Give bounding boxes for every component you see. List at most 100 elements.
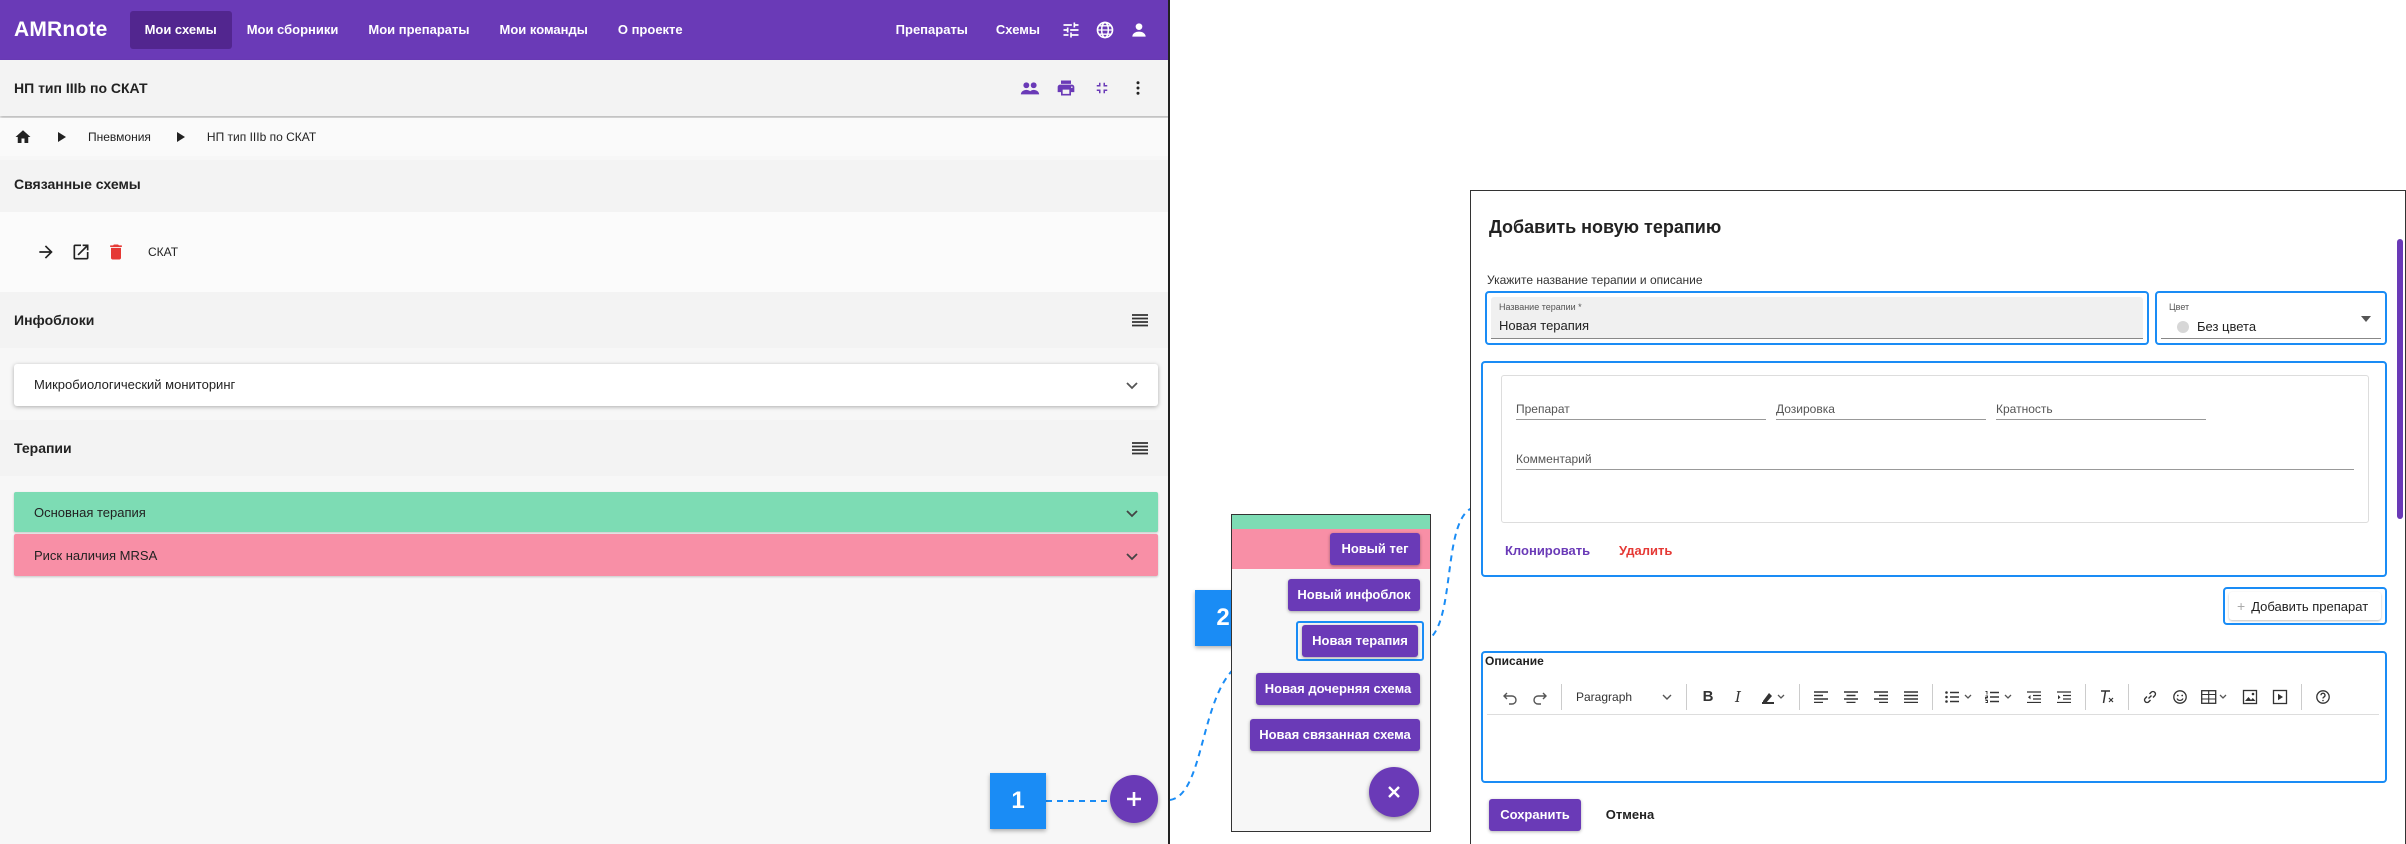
align-justify-icon[interactable] (1896, 679, 1926, 715)
close-icon (1386, 784, 1402, 800)
reorder-icon[interactable] (1128, 436, 1152, 460)
infoblock-card[interactable]: Микробиологический мониторинг (14, 364, 1158, 406)
table-icon[interactable] (2195, 679, 2235, 715)
comment-input[interactable]: Комментарий (1516, 444, 2354, 470)
frequency-placeholder: Кратность (1996, 402, 2053, 416)
therapy-name-value: Новая терапия (1499, 318, 1590, 333)
bulleted-list-icon[interactable] (1939, 679, 1979, 715)
editor-toolbar: Paragraph B I (1487, 679, 2379, 715)
nav-my-drugs[interactable]: Мои препараты (368, 22, 470, 37)
cancel-button[interactable]: Отмена (1605, 807, 1655, 822)
toolbar-divider (1686, 683, 1687, 710)
breadcrumb-separator-icon (56, 131, 68, 143)
linked-scheme-name[interactable]: СКАТ (148, 245, 179, 259)
therapy-card-main[interactable]: Основная терапия (14, 492, 1158, 532)
linked-scheme-row: СКАТ (0, 212, 1168, 292)
new-therapy-highlight (1296, 621, 1424, 661)
therapy-card-mrsa[interactable]: Риск наличия MRSA (14, 534, 1158, 576)
add-drug-label: Добавить препарат (2251, 598, 2369, 614)
dialog-hint: Укажите название терапии и описание (1487, 273, 1703, 287)
emoji-icon[interactable] (2165, 679, 2195, 715)
chevron-down-icon (1662, 694, 1672, 700)
link-icon[interactable] (2135, 679, 2165, 715)
align-left-icon[interactable] (1806, 679, 1836, 715)
new-infoblock-button[interactable]: Новый инфоблок (1288, 579, 1420, 611)
chevron-down-icon[interactable] (1124, 377, 1140, 393)
nav-about[interactable]: О проекте (617, 22, 683, 37)
color-swatch (2177, 321, 2189, 333)
delete-icon[interactable] (102, 238, 130, 266)
help-icon[interactable] (2308, 679, 2338, 715)
paragraph-select[interactable]: Paragraph (1568, 684, 1680, 710)
clear-format-icon[interactable] (2092, 679, 2122, 715)
nav-schemes[interactable]: Схемы (995, 22, 1040, 37)
comment-placeholder: Комментарий (1516, 452, 1592, 466)
breadcrumb-separator-icon (175, 131, 187, 143)
numbered-list-icon[interactable] (1979, 679, 2019, 715)
highlight-color-icon[interactable] (1753, 679, 1793, 715)
nav-my-collections[interactable]: Мои сборники (246, 22, 339, 37)
nav-my-teams[interactable]: Мои команды (499, 22, 588, 37)
dialog-scrollbar[interactable] (2397, 239, 2403, 519)
dialog-title: Добавить новую терапию (1489, 217, 1722, 237)
people-icon[interactable] (1012, 60, 1048, 116)
user-icon[interactable] (1122, 0, 1156, 60)
home-icon[interactable] (14, 128, 32, 146)
print-icon[interactable] (1048, 60, 1084, 116)
new-linked-scheme-button[interactable]: Новая связанная схема (1250, 719, 1420, 751)
name-field-highlight (1485, 291, 2149, 345)
nav-drugs[interactable]: Препараты (895, 22, 968, 37)
open-in-new-icon[interactable] (67, 238, 95, 266)
dose-input[interactable]: Дозировка (1776, 394, 1986, 420)
new-therapy-button[interactable]: Новая терапия (1302, 625, 1418, 657)
add-therapy-dialog: Добавить новую терапию Укажите название … (1470, 190, 2406, 844)
save-button[interactable]: Сохранить (1489, 799, 1581, 831)
drug-input[interactable]: Препарат (1516, 394, 1766, 420)
add-fab-button[interactable] (1110, 775, 1158, 823)
infoblocks-title: Инфоблоки (14, 312, 95, 328)
redo-icon[interactable] (1525, 679, 1555, 715)
color-select[interactable]: Цвет Без цвета (2161, 297, 2381, 339)
clone-button[interactable]: Клонировать (1505, 543, 1591, 558)
chevron-down-icon[interactable] (1124, 548, 1140, 564)
infoblock-label: Микробиологический мониторинг (34, 377, 236, 392)
add-drug-highlight (2223, 587, 2387, 625)
bold-icon[interactable]: B (1702, 688, 1714, 705)
close-fab-button[interactable] (1369, 767, 1419, 817)
therapy-name-input[interactable]: Название терапии * Новая терапия (1491, 297, 2143, 339)
toolbar-divider (1799, 683, 1800, 710)
toolbar-divider (2085, 683, 2086, 710)
media-icon[interactable] (2265, 679, 2295, 715)
new-child-scheme-button[interactable]: Новая дочерняя схема (1256, 673, 1420, 705)
color-value: Без цвета (2197, 319, 2257, 334)
toolbar-divider (1561, 683, 1562, 710)
undo-icon[interactable] (1495, 679, 1525, 715)
delete-drug-button[interactable]: Удалить (1619, 543, 1673, 558)
new-tag-button[interactable]: Новый тег (1330, 533, 1420, 565)
therapies-title: Терапии (14, 440, 72, 456)
add-drug-button[interactable]: + Добавить препарат (2229, 592, 2381, 620)
collapse-icon[interactable] (1084, 60, 1120, 116)
drug-card: Препарат Дозировка Кратность Комментарий (1501, 375, 2369, 523)
description-label: Описание (1485, 654, 1544, 668)
breadcrumb-pneumonia[interactable]: Пневмония (88, 130, 151, 144)
drug-placeholder: Препарат (1516, 402, 1570, 416)
nav-my-schemes[interactable]: Мои схемы (129, 11, 232, 49)
more-vert-icon[interactable] (1120, 60, 1156, 116)
frequency-input[interactable]: Кратность (1996, 394, 2206, 420)
indent-icon[interactable] (2049, 679, 2079, 715)
globe-icon[interactable] (1088, 0, 1122, 60)
tune-icon[interactable] (1054, 0, 1088, 60)
reorder-icon[interactable] (1128, 308, 1152, 332)
breadcrumb: Пневмония НП тип IIIb по СКАТ (0, 118, 1168, 156)
image-icon[interactable] (2235, 679, 2265, 715)
align-center-icon[interactable] (1836, 679, 1866, 715)
dropdown-arrow-icon (2361, 315, 2371, 323)
chevron-down-icon[interactable] (1124, 505, 1140, 521)
outdent-icon[interactable] (2019, 679, 2049, 715)
align-right-icon[interactable] (1866, 679, 1896, 715)
italic-icon[interactable]: I (1735, 687, 1741, 706)
app-logo[interactable]: AMRnote (14, 18, 108, 41)
therapy-strip-main (1232, 515, 1430, 529)
arrow-right-icon[interactable] (32, 238, 60, 266)
